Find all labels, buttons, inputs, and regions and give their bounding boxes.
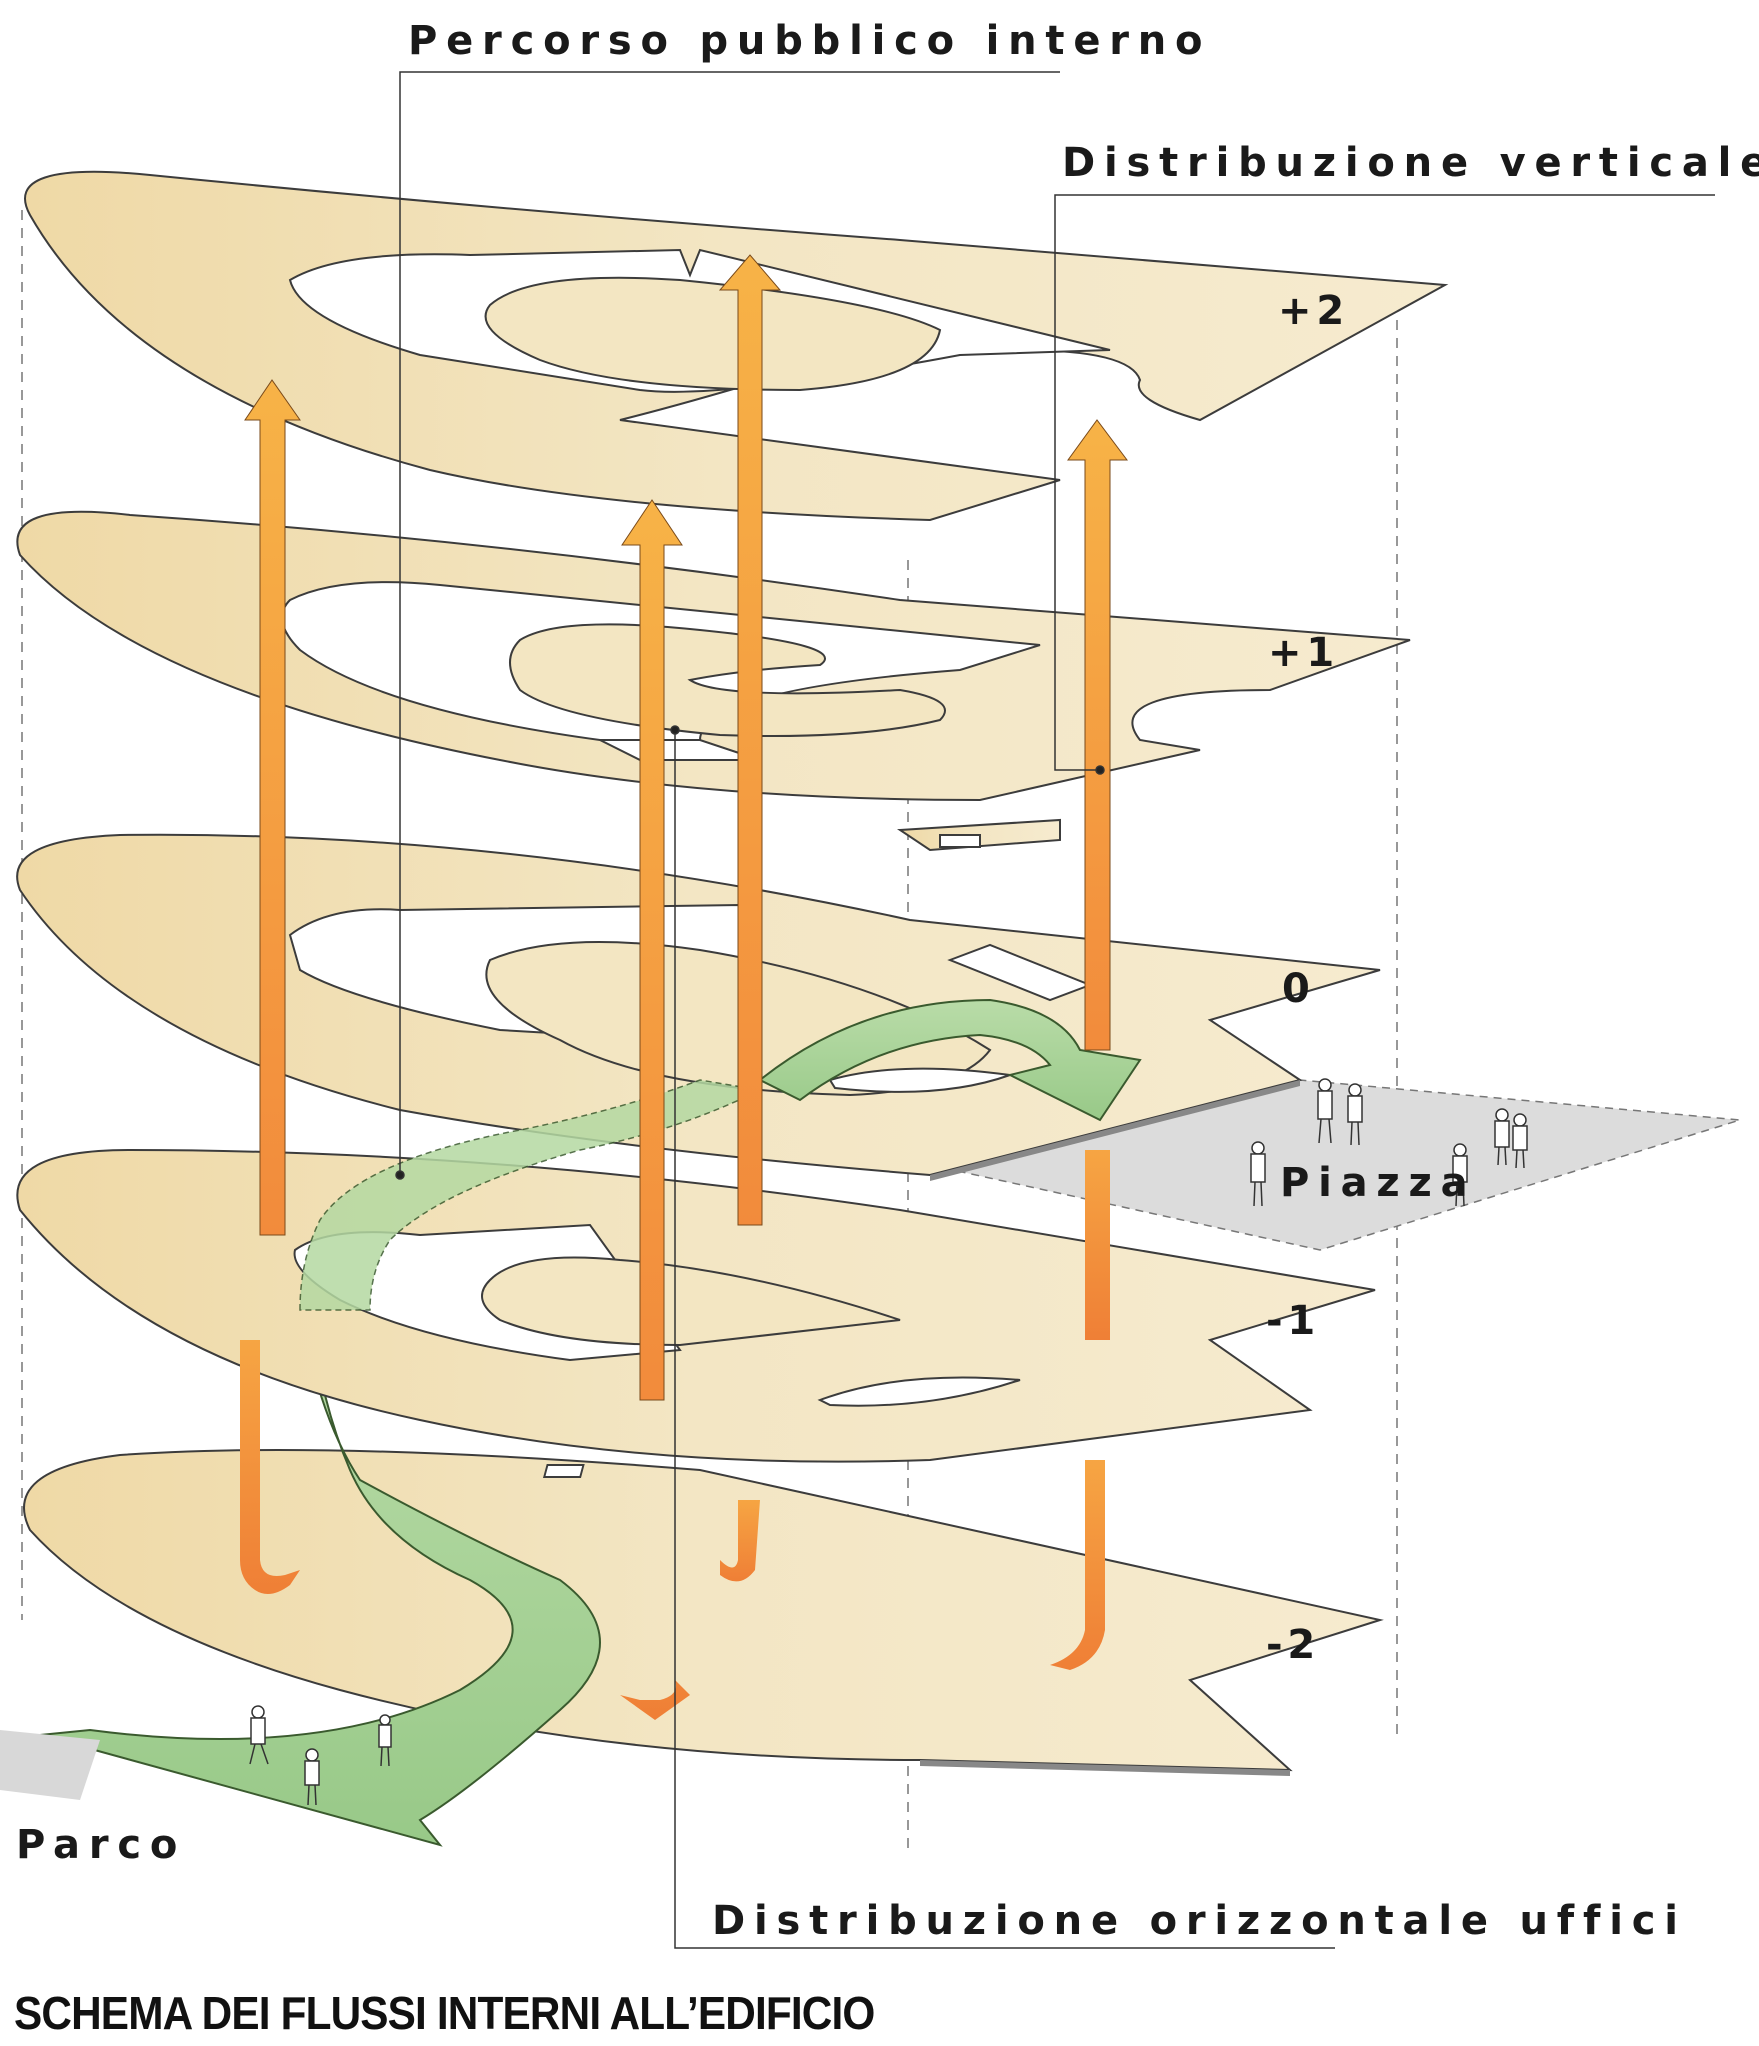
people-figures [249,1078,1528,1806]
label-percorso-pubblico-interno: Percorso pubblico interno [408,18,1212,64]
level-label-plus-1: +1 [1268,630,1339,676]
level-label-0: 0 [1282,966,1315,1012]
slab-level-plus-1 [16,510,1411,852]
diagram-caption: SCHEMA DEI FLUSSI INTERNI ALL’EDIFICIO [14,1987,875,2039]
label-distribuzione-verticale: Distribuzione verticale [1062,140,1759,186]
public-path-upper [299,998,1142,1311]
label-piazza: Piazza [1280,1160,1477,1206]
slab-level-minus-2 [23,1449,1384,1776]
level-label-plus-2: +2 [1278,288,1349,334]
level-label-minus-2: -2 [1266,1622,1321,1668]
label-parco: Parco [16,1822,187,1868]
slab-level-plus-2 [24,170,1449,522]
envelope-dashed-lines [21,210,1398,1850]
level-label-minus-1: -1 [1266,1298,1321,1344]
label-distribuzione-orizzontale-uffici: Distribuzione orizzontale uffici [712,1898,1687,1944]
leader-lines [395,71,1715,1949]
vertical-arrows [240,254,1128,1720]
public-path-lower [0,1309,601,1847]
